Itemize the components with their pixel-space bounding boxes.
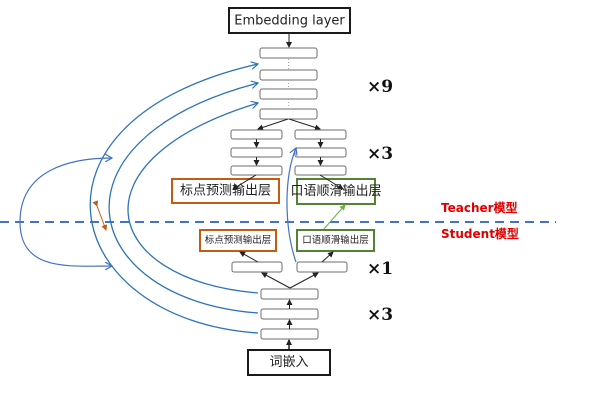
- student-repeat-branch: ×1: [367, 259, 393, 279]
- teacher-repeat-branch: ×3: [367, 144, 393, 164]
- embedding-layer-box: Embedding layer: [228, 7, 351, 34]
- student-punct-head: 标点预测输出层: [199, 229, 277, 252]
- word-embedding-box: 词嵌入: [247, 349, 331, 376]
- layer-distill-arc: [108, 83, 258, 314]
- layer-distill-arc: [89, 64, 258, 334]
- teacher-disfl-head: 口语顺滑输出层: [290, 178, 382, 205]
- embedding-layer-label: Embedding layer: [234, 14, 345, 29]
- teacher-layer: [259, 47, 318, 59]
- word-embedding-label: 词嵌入: [269, 355, 308, 370]
- teacher-disfl-head-label: 口语顺滑输出层: [290, 183, 381, 199]
- student-disfl-head: 口语顺滑输出层: [296, 229, 375, 252]
- teacher-punct-branch: [230, 129, 283, 176]
- student-disfl-head-label: 口语顺滑输出层: [302, 234, 369, 246]
- teacher-repeat-main: ×9: [367, 77, 393, 97]
- student-punct-layer: [231, 261, 283, 273]
- student-layer: [260, 328, 319, 340]
- teacher-punct-head-label: 标点预测输出层: [180, 183, 271, 199]
- student-repeat-main: ×3: [367, 305, 393, 325]
- student-punct-head-label: 标点预测输出层: [205, 234, 272, 246]
- disfl-hidden-distill-arc: [286, 148, 296, 263]
- disfl-distill-arrow: [317, 204, 346, 236]
- student-main-stack: [260, 288, 319, 340]
- attention-distill-arc-down: [19, 221, 112, 266]
- teacher-layer: [259, 108, 318, 120]
- attention-distill-arc-up: [19, 158, 112, 223]
- teacher-model-label: Teacher模型: [441, 200, 518, 215]
- student-layer: [260, 288, 319, 300]
- student-disfl-layer: [296, 261, 348, 273]
- teacher-layer: [259, 69, 318, 81]
- teacher-layer: [259, 88, 318, 100]
- student-layer: [260, 308, 319, 320]
- teacher-disfl-branch: [294, 129, 347, 176]
- student-model-label: Student模型: [441, 226, 519, 241]
- teacher-punct-head: 标点预测输出层: [171, 178, 280, 204]
- teacher-main-stack: [259, 47, 318, 120]
- layer-distill-arc: [127, 103, 258, 294]
- punct-distill-arrow: [92, 200, 108, 231]
